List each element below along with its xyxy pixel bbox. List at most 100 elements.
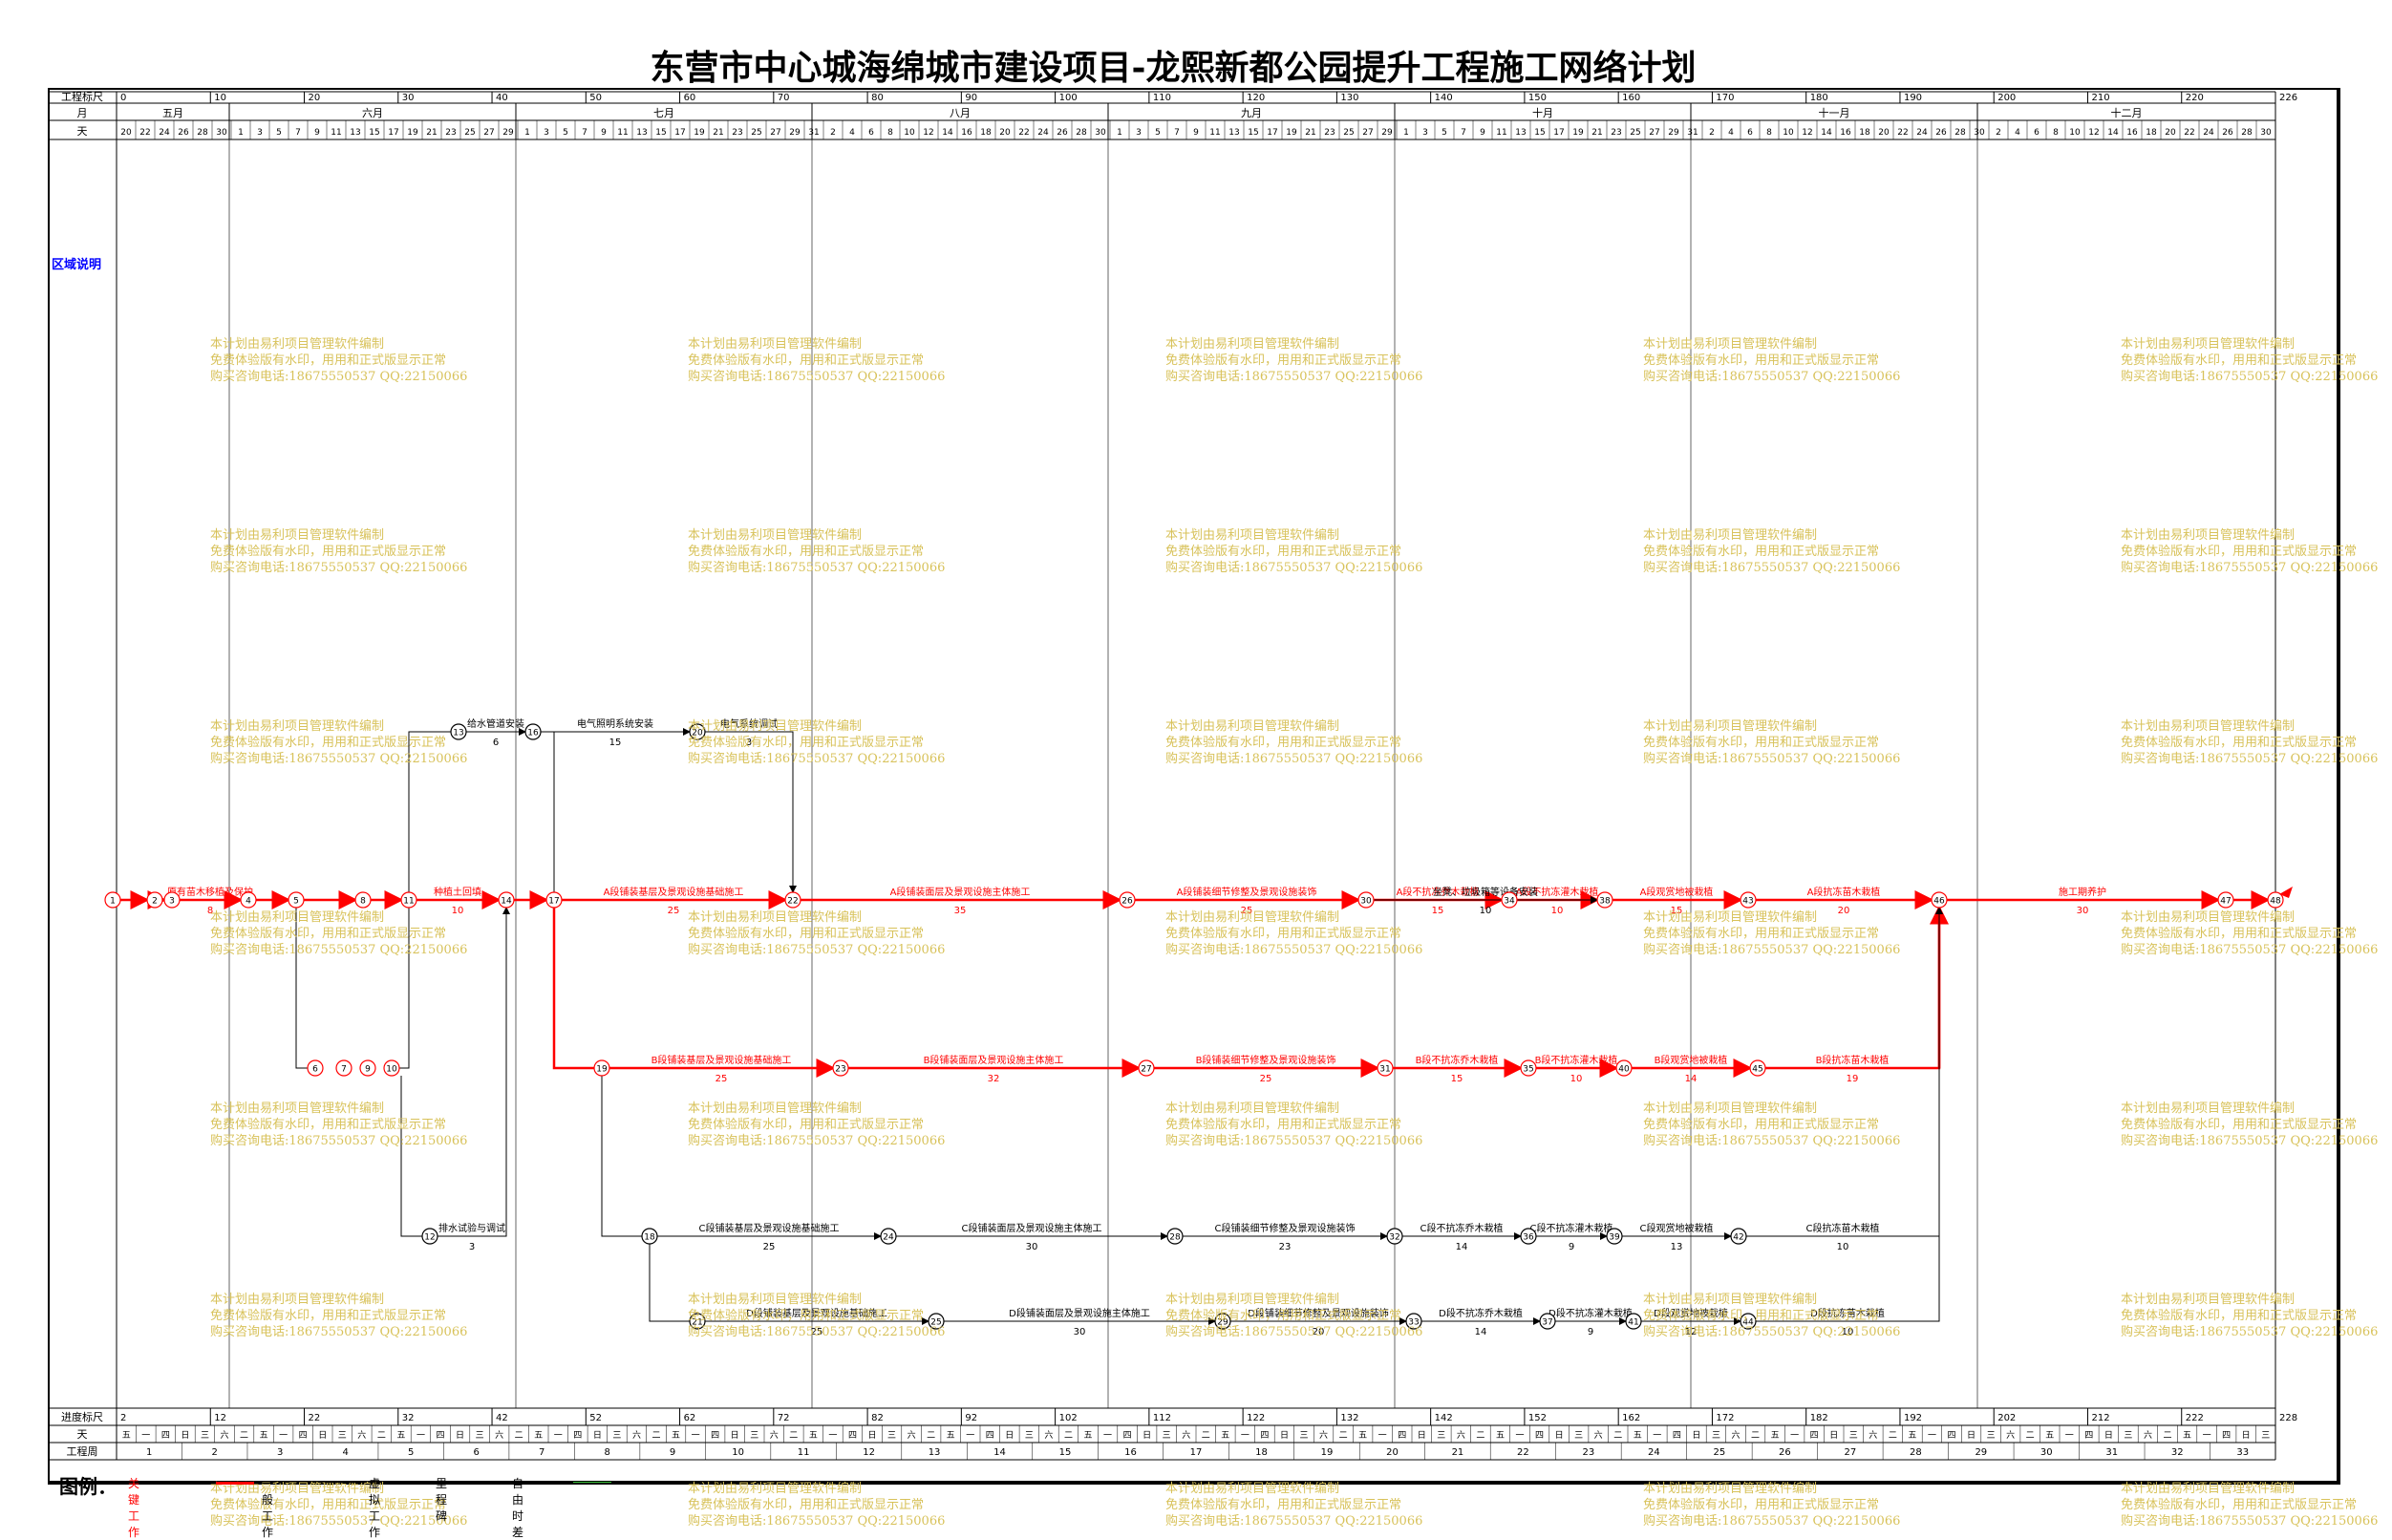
event-node xyxy=(689,1313,706,1330)
day-cell: 30 xyxy=(2260,128,2272,138)
day-cell: 17 xyxy=(674,128,685,138)
weekday-cell: 四 xyxy=(1398,1431,1406,1441)
watermark-line: 本计划由易利项目管理软件编制 xyxy=(1165,719,1340,734)
event-node xyxy=(593,1059,610,1077)
watermark-line: 本计划由易利项目管理软件编制 xyxy=(1643,1482,1818,1496)
day-cell: 3 xyxy=(257,128,263,138)
event-node xyxy=(1214,1313,1231,1330)
weekday-cell: 一 xyxy=(1790,1431,1799,1441)
watermark-block: 本计划由易利项目管理软件编制免费体验版有水印，用用和正式版显示正常购买咨询电话:… xyxy=(210,1292,467,1340)
activity-duration: 10 xyxy=(1551,906,1564,916)
event-node-number: 46 xyxy=(1933,897,1945,907)
progress-tick: 102 xyxy=(1059,1413,1078,1423)
event-node-number: 48 xyxy=(2270,897,2281,907)
watermark-line: 免费体验版有水印，用用和正式版显示正常 xyxy=(210,1118,447,1132)
watermark-line: 本计划由易利项目管理软件编制 xyxy=(210,1293,385,1307)
activity-label: D段铺装细节修整及景观设施装饰 xyxy=(1248,1307,1389,1319)
weekday-cell: 日 xyxy=(1692,1430,1700,1441)
scale-tick: 226 xyxy=(2279,93,2297,103)
day-cell: 12 xyxy=(1802,128,1812,138)
weekday-cell: 三 xyxy=(887,1431,896,1441)
week-cell: 17 xyxy=(1190,1447,1203,1458)
watermark-block: 本计划由易利项目管理软件编制免费体验版有水印，用用和正式版显示正常购买咨询电话:… xyxy=(1165,1101,1422,1149)
month-label: 月 xyxy=(77,107,88,119)
event-node-number: 6 xyxy=(312,1065,318,1075)
event-node xyxy=(1606,1228,1623,1245)
week-cell: 27 xyxy=(1844,1447,1856,1458)
day-cell: 24 xyxy=(1916,128,1928,138)
watermark-line: 本计划由易利项目管理软件编制 xyxy=(2121,1482,2296,1496)
event-node xyxy=(1931,891,1948,909)
activity-duration: 6 xyxy=(493,738,499,748)
day-cell: 19 xyxy=(407,128,418,138)
watermark-line: 免费体验版有水印，用用和正式版显示正常 xyxy=(1643,927,1880,941)
watermark-line: 购买咨询电话:18675550537 QQ:22150066 xyxy=(1165,370,1423,384)
event-node xyxy=(104,891,121,909)
watermark-line: 本计划由易利项目管理软件编制 xyxy=(1643,1102,1818,1116)
watermark-line: 购买咨询电话:18675550537 QQ:22150066 xyxy=(1643,1134,1901,1148)
event-node xyxy=(1615,1059,1633,1077)
watermark-line: 免费体验版有水印，用用和正式版显示正常 xyxy=(1165,1498,1402,1512)
week-cell: 10 xyxy=(732,1447,744,1458)
watermark-line: 免费体验版有水印，用用和正式版显示正常 xyxy=(2121,1309,2358,1323)
watermark-line: 免费体验版有水印，用用和正式版显示正常 xyxy=(210,1309,447,1323)
day-cell: 17 xyxy=(388,128,398,138)
event-node-number: 26 xyxy=(1121,897,1133,907)
event-node-number: 33 xyxy=(1408,1318,1419,1328)
event-node-number: 34 xyxy=(1504,897,1515,907)
weekday-cell: 三 xyxy=(2261,1431,2270,1441)
day-cell: 10 xyxy=(1783,128,1794,138)
weekday-cell: 一 xyxy=(279,1431,288,1441)
watermark-block: 本计划由易利项目管理软件编制免费体验版有水印，用用和正式版显示正常购买咨询电话:… xyxy=(1643,336,1900,385)
scale-tick: 220 xyxy=(2186,93,2204,103)
activity-duration: 12 xyxy=(1685,1327,1698,1337)
watermark-line: 购买咨询电话:18675550537 QQ:22150066 xyxy=(1165,1325,1423,1339)
day-cell: 7 xyxy=(582,128,587,138)
event-node-number: 30 xyxy=(1360,897,1372,907)
activity-label: C段抗冻苗木栽植 xyxy=(1806,1222,1880,1234)
watermark-line: 免费体验版有水印，用用和正式版显示正常 xyxy=(2121,545,2358,559)
event-node-number: 20 xyxy=(692,729,703,738)
day-cell: 30 xyxy=(1095,128,1106,138)
region-label: 区域说明 xyxy=(52,258,102,272)
event-node-number: 21 xyxy=(692,1318,702,1328)
legend-milestone-text: 里程碑 xyxy=(436,1477,448,1523)
progress-tick: 122 xyxy=(1247,1413,1265,1423)
event-node-number: 38 xyxy=(1599,897,1611,907)
watermark-line: 免费体验版有水印，用用和正式版显示正常 xyxy=(1643,545,1880,559)
weekday-cell: 四 xyxy=(1673,1431,1681,1441)
day-cell: 13 xyxy=(636,128,647,138)
day-cell: 15 xyxy=(1248,128,1258,138)
activity-label: 电气系统调试 xyxy=(720,717,778,730)
activity-label: D段不抗冻灌木栽植 xyxy=(1548,1307,1633,1319)
weekday-cell: 六 xyxy=(1182,1429,1190,1441)
week-cell: 13 xyxy=(929,1447,941,1458)
progress-tick: 228 xyxy=(2279,1413,2297,1423)
week-cell: 4 xyxy=(343,1447,349,1458)
day-cell: 16 xyxy=(1840,128,1851,138)
week-cell: 16 xyxy=(1124,1447,1137,1458)
activity-duration: 9 xyxy=(1569,1242,1574,1252)
watermark-line: 免费体验版有水印，用用和正式版显示正常 xyxy=(2121,1118,2358,1132)
weekday-cell: 六 xyxy=(1594,1429,1603,1441)
weekday-cell: 三 xyxy=(2124,1431,2132,1441)
weekday-cell: 五 xyxy=(672,1431,680,1441)
day-cell: 23 xyxy=(1324,128,1335,138)
progress-tick: 112 xyxy=(1153,1413,1171,1423)
weekday-cell: 三 xyxy=(612,1431,621,1441)
activity-duration: 25 xyxy=(811,1327,823,1337)
watermark-block: 本计划由易利项目管理软件编制免费体验版有水印，用用和正式版显示正常购买咨询电话:… xyxy=(1643,1292,1900,1340)
legend-float-line xyxy=(573,1482,611,1483)
day-cell: 15 xyxy=(369,128,379,138)
activity-duration: 15 xyxy=(1432,906,1444,916)
day-cell: 16 xyxy=(2126,128,2138,138)
scale-tick: 120 xyxy=(1247,93,1265,103)
day-cell: 3 xyxy=(544,128,549,138)
watermark-block: 本计划由易利项目管理软件编制免费体验版有水印，用用和正式版显示正常购买咨询电话:… xyxy=(1165,527,1422,576)
weekday-cell: 二 xyxy=(1751,1431,1760,1441)
week-cell: 23 xyxy=(1583,1447,1595,1458)
event-node xyxy=(880,1228,897,1245)
weekday-cell: 一 xyxy=(416,1431,425,1441)
event-node xyxy=(784,891,801,909)
event-node-number: 19 xyxy=(596,1065,608,1075)
